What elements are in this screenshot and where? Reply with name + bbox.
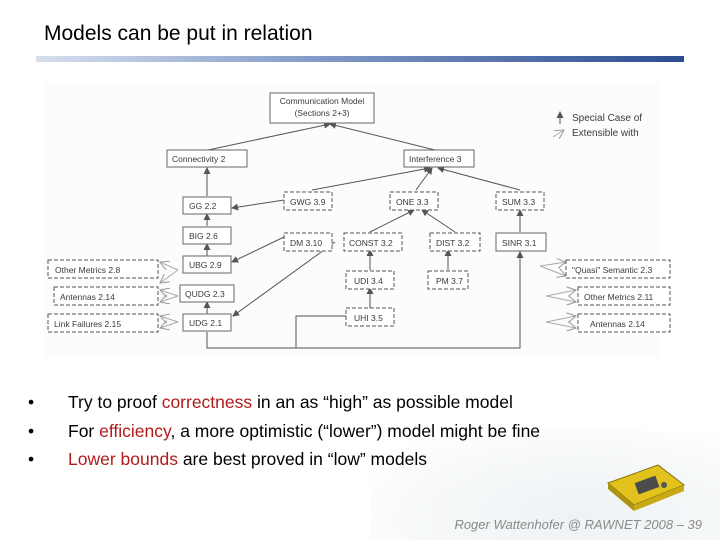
label-right-ext-2: Other Metrics 2.11 [584,292,654,302]
label-left-ext-1: Other Metrics 2.8 [55,265,120,275]
label-one: ONE 3.3 [396,197,429,207]
label-const: CONST 3.2 [349,238,393,248]
left-ext-3 [47,313,159,333]
node-sinr: SINR 3.1 [495,232,547,252]
left-ext-2 [53,286,159,306]
svg-text:Extensible with: Extensible with [572,128,639,139]
bullet-item: •For efficiency, a more optimistic (“low… [28,420,541,441]
node-pm [427,270,469,290]
label-sum: SUM 3.3 [502,197,535,207]
sensor-node-image [607,464,686,511]
node-const [343,232,403,252]
label-gwg: GWG 3.9 [290,197,326,207]
bullet-item: •Try to proof correctness in an as “high… [28,392,513,412]
node-connectivity: Connectivity 2 [166,149,248,168]
node-dm [283,232,333,252]
label-dist: DIST 3.2 [436,238,470,248]
node-udi [345,270,395,290]
uhi-udg-connector [295,315,346,348]
bullet-item: •Lower bounds are best proved in “low” m… [28,449,427,469]
label-udi: UDI 3.4 [354,276,383,286]
label-left-ext-2: Antennas 2.14 [60,292,115,302]
node-interference: Interference 3 [403,149,475,168]
svg-text:(Sections 2+3): (Sections 2+3) [294,108,349,118]
svg-text:Interference 3: Interference 3 [409,154,462,164]
svg-text:BIG 2.6: BIG 2.6 [189,231,218,241]
node-gwg [283,191,333,211]
node-qudg: QUDG 2.3 [179,284,235,303]
model-relation-diagram: Communication Model (Sections 2+3) Speci… [47,92,671,349]
special-case-edges [203,121,524,317]
label-uhi: UHI 3.5 [354,313,383,323]
slide-footer: Roger Wattenhofer @ RAWNET 2008 – 39 [454,517,702,532]
label-right-ext-3: Antennas 2.14 [590,319,645,329]
left-ext-1 [47,259,159,279]
node-udg: UDG 2.1 [182,313,232,332]
node-gg: GG 2.2 [182,196,232,215]
node-uhi [345,307,395,327]
svg-text:Connectivity 2: Connectivity 2 [172,154,226,164]
label-dm: DM 3.10 [290,238,322,248]
node-communication-model: Communication Model (Sections 2+3) [269,92,375,124]
title-underline [36,56,684,62]
extension-edges [160,262,576,328]
udg-sinr-connector [206,251,524,349]
legend-open-arrow [552,130,564,137]
label-left-ext-3: Link Failures 2.15 [54,319,121,329]
slide-title: Models can be put in relation [44,22,313,45]
node-sum [495,191,545,211]
legend: Special Case of Extensible with [552,111,642,139]
node-ubg: UBG 2.9 [182,255,232,274]
right-ext-2 [577,286,671,306]
node-one [389,191,439,211]
svg-text:QUDG 2.3: QUDG 2.3 [185,289,225,299]
right-ext-1 [565,259,671,279]
svg-text:UDG 2.1: UDG 2.1 [189,318,222,328]
label-pm: PM 3.7 [436,276,463,286]
node-dist [429,232,481,252]
svg-text:Communication Model: Communication Model [280,96,365,106]
svg-text:Special Case of: Special Case of [572,113,642,124]
right-ext-3 [577,313,671,333]
node-big: BIG 2.6 [182,226,232,245]
label-right-ext-1: "Quasi" Semantic 2.3 [572,265,652,275]
bullet-list: •Try to proof correctness in an as “high… [28,388,540,474]
svg-text:SINR 3.1: SINR 3.1 [502,238,537,248]
svg-text:GG 2.2: GG 2.2 [189,201,217,211]
svg-text:UBG 2.9: UBG 2.9 [189,260,222,270]
